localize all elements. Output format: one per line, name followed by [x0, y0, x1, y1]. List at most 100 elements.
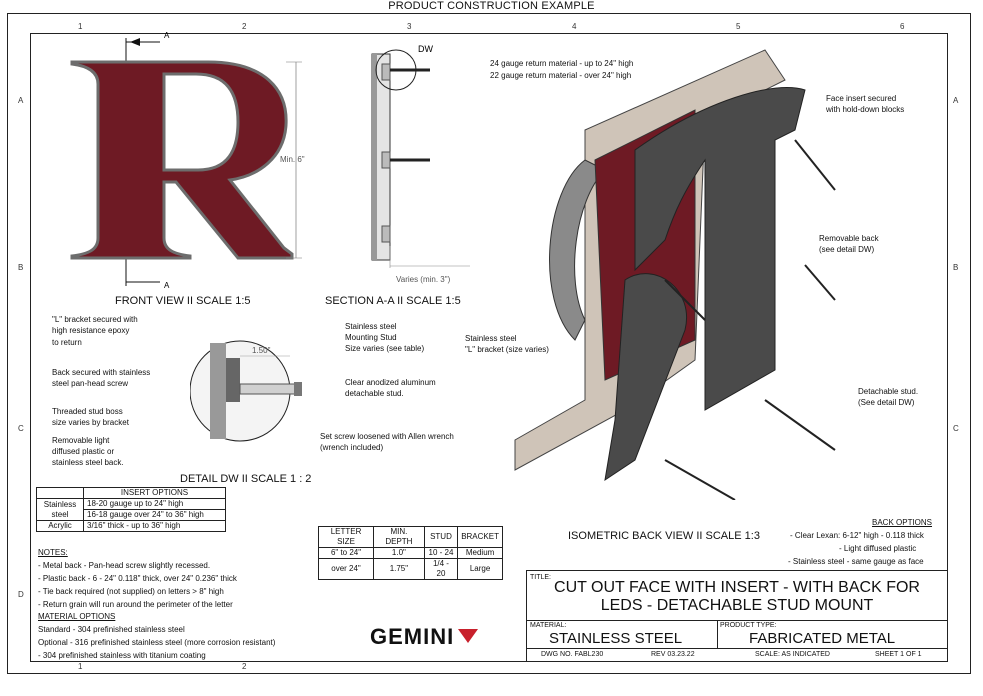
stud-cell: 6" to 24" [317, 547, 375, 559]
stud-cell: 10 - 24 [423, 547, 459, 559]
zone-col-2: 2 [242, 22, 247, 31]
note-removable-3: stainless steel back. [52, 458, 124, 467]
drawing-border [30, 33, 948, 662]
note-removable-1: Removable light [52, 436, 110, 445]
stud-header-bracket: BRACKET [457, 526, 503, 548]
section-view-caption: SECTION A-A II SCALE 1:5 [325, 295, 461, 307]
zone-row-c: C [18, 424, 24, 433]
note-stud-boss-2: size varies by bracket [52, 418, 129, 427]
insert-material-acrylic: Acrylic [36, 520, 84, 532]
zone-row-a-right: A [953, 96, 959, 105]
stud-cell: 1.75" [373, 558, 425, 580]
note-item: - Tie back required (not supplied) on le… [38, 587, 224, 596]
stud-size-table: LETTER SIZE MIN. DEPTH STUD BRACKET 6" t… [317, 526, 503, 580]
insert-spec: 18-20 gauge up to 24" high [83, 498, 226, 510]
dwg-number: DWG NO. FABL230 [541, 651, 604, 658]
stud-header-depth: MIN. DEPTH [373, 526, 425, 548]
revision: REV 03.23.22 [651, 651, 695, 658]
note-stud-3: Size varies (see table) [345, 344, 425, 353]
zone-row-c-right: C [953, 424, 959, 433]
zone-col-2-bottom: 2 [242, 662, 247, 671]
scale: SCALE: AS INDICATED [755, 651, 830, 658]
detail-view: 1.50" [190, 340, 302, 442]
stud-cell: 1/4 - 20 [423, 558, 459, 580]
note-set-screw-1: Set screw loosened with Allen wrench [320, 432, 454, 441]
insert-spec: 3/16" thick - up to 36" high [83, 520, 226, 532]
section-marker-top: A [164, 31, 170, 40]
note-set-screw-2: (wrench included) [320, 443, 384, 452]
zone-col-6: 6 [900, 22, 905, 31]
stud-cell: Large [457, 558, 503, 580]
iso-view-caption: ISOMETRIC BACK VIEW II SCALE 1:3 [568, 530, 760, 542]
drawing-frame [7, 13, 971, 674]
logo-chevron-icon [458, 629, 479, 643]
product-type-label: PRODUCT TYPE: [720, 622, 777, 629]
title-divider-vertical [717, 620, 718, 648]
zone-row-a: A [18, 96, 24, 105]
front-view: A A Min. 6" [70, 31, 305, 290]
title-divider-bottom [527, 648, 947, 649]
sheet-number: SHEET 1 OF 1 [875, 651, 922, 658]
back-option: - Clear Lexan: 6-12" high - 0.118 thick [790, 531, 924, 540]
back-options-title: BACK OPTIONS [872, 518, 933, 527]
zone-col-1-bottom: 1 [78, 662, 83, 671]
product-type-value: FABRICATED METAL [749, 630, 896, 647]
detail-view-caption: DETAIL DW II SCALE 1 : 2 [180, 473, 312, 485]
note-face-insert-1: Face insert secured [826, 94, 897, 103]
note-stud-1: Stainless steel [345, 322, 397, 331]
note-removable-back-2: (see detail DW) [819, 245, 875, 254]
stud-cell: 1.0" [373, 547, 425, 559]
material-value: STAINLESS STEEL [549, 630, 683, 647]
insert-options-title: INSERT OPTIONS [83, 487, 226, 499]
front-view-caption: FRONT VIEW II SCALE 1:5 [115, 295, 251, 307]
table-row: 6" to 24" 1.0" 10 - 24 Medium [317, 547, 503, 559]
section-marker-bottom: A [164, 281, 170, 290]
table-row: over 24" 1.75" 1/4 - 20 Large [317, 558, 503, 580]
min-height-dim: Min. 6" [280, 155, 305, 164]
stud-header-letter: LETTER SIZE [317, 526, 375, 548]
title-block: TITLE: CUT OUT FACE WITH INSERT - WITH B… [526, 570, 948, 662]
note-l-bracket-1: "L" bracket secured with [52, 315, 138, 324]
detail-dimension: 1.50" [252, 346, 271, 355]
zone-row-d: D [18, 590, 24, 599]
zone-col-5: 5 [736, 22, 741, 31]
letter-r-shape [70, 60, 294, 260]
insert-spec: 16-18 gauge over 24" to 36" high [83, 509, 226, 521]
note-detachable-stud-2: (See detail DW) [858, 398, 915, 407]
note-back-secured-1: Back secured with stainless [52, 368, 151, 377]
material-options-title: MATERIAL OPTIONS [38, 612, 116, 621]
stud-cell: Medium [457, 547, 503, 559]
logo-text: GEMINI [370, 624, 455, 649]
zone-col-3: 3 [407, 22, 412, 31]
notes-title: NOTES: [38, 548, 68, 557]
note-removable-back-1: Removable back [819, 234, 879, 243]
note-item: - Return grain will run around the perim… [38, 600, 233, 609]
zone-row-b: B [18, 263, 24, 272]
title-divider [527, 620, 947, 621]
stud-header-stud: STUD [423, 526, 459, 548]
note-return-24: 24 gauge return material - up to 24" hig… [490, 59, 634, 68]
note-aluminum-2: detachable stud. [345, 389, 404, 398]
title-label: TITLE: [530, 574, 552, 581]
note-aluminum-1: Clear anodized aluminum [345, 378, 436, 387]
zone-col-1: 1 [78, 22, 83, 31]
varies-dim: Varies (min. 3") [396, 275, 451, 284]
zone-row-b-right: B [953, 263, 959, 272]
isometric-view [514, 49, 836, 500]
material-option: - 304 prefinished stainless with titaniu… [38, 651, 206, 660]
gemini-logo: GEMINI [370, 624, 479, 650]
note-item: - Metal back - Pan-head screw slightly r… [38, 561, 211, 570]
section-view: DW Varies (min. 3") [371, 44, 470, 284]
note-back-secured-2: steel pan-head screw [52, 379, 129, 388]
back-option: - Stainless steel - same gauge as face [788, 557, 924, 566]
title-line-1: CUT OUT FACE WITH INSERT - WITH BACK FOR [554, 579, 920, 596]
note-detachable-stud-1: Detachable stud. [858, 387, 919, 396]
note-stud-boss-1: Threaded stud boss [52, 407, 123, 416]
note-stud-2: Mounting Stud [345, 333, 397, 342]
note-l-bracket-3: to return [52, 338, 82, 347]
title-line-2: LEDS - DETACHABLE STUD MOUNT [600, 597, 874, 614]
note-item: - Plastic back - 6 - 24" 0.118" thick, o… [38, 574, 237, 583]
material-label: MATERIAL: [530, 622, 567, 629]
